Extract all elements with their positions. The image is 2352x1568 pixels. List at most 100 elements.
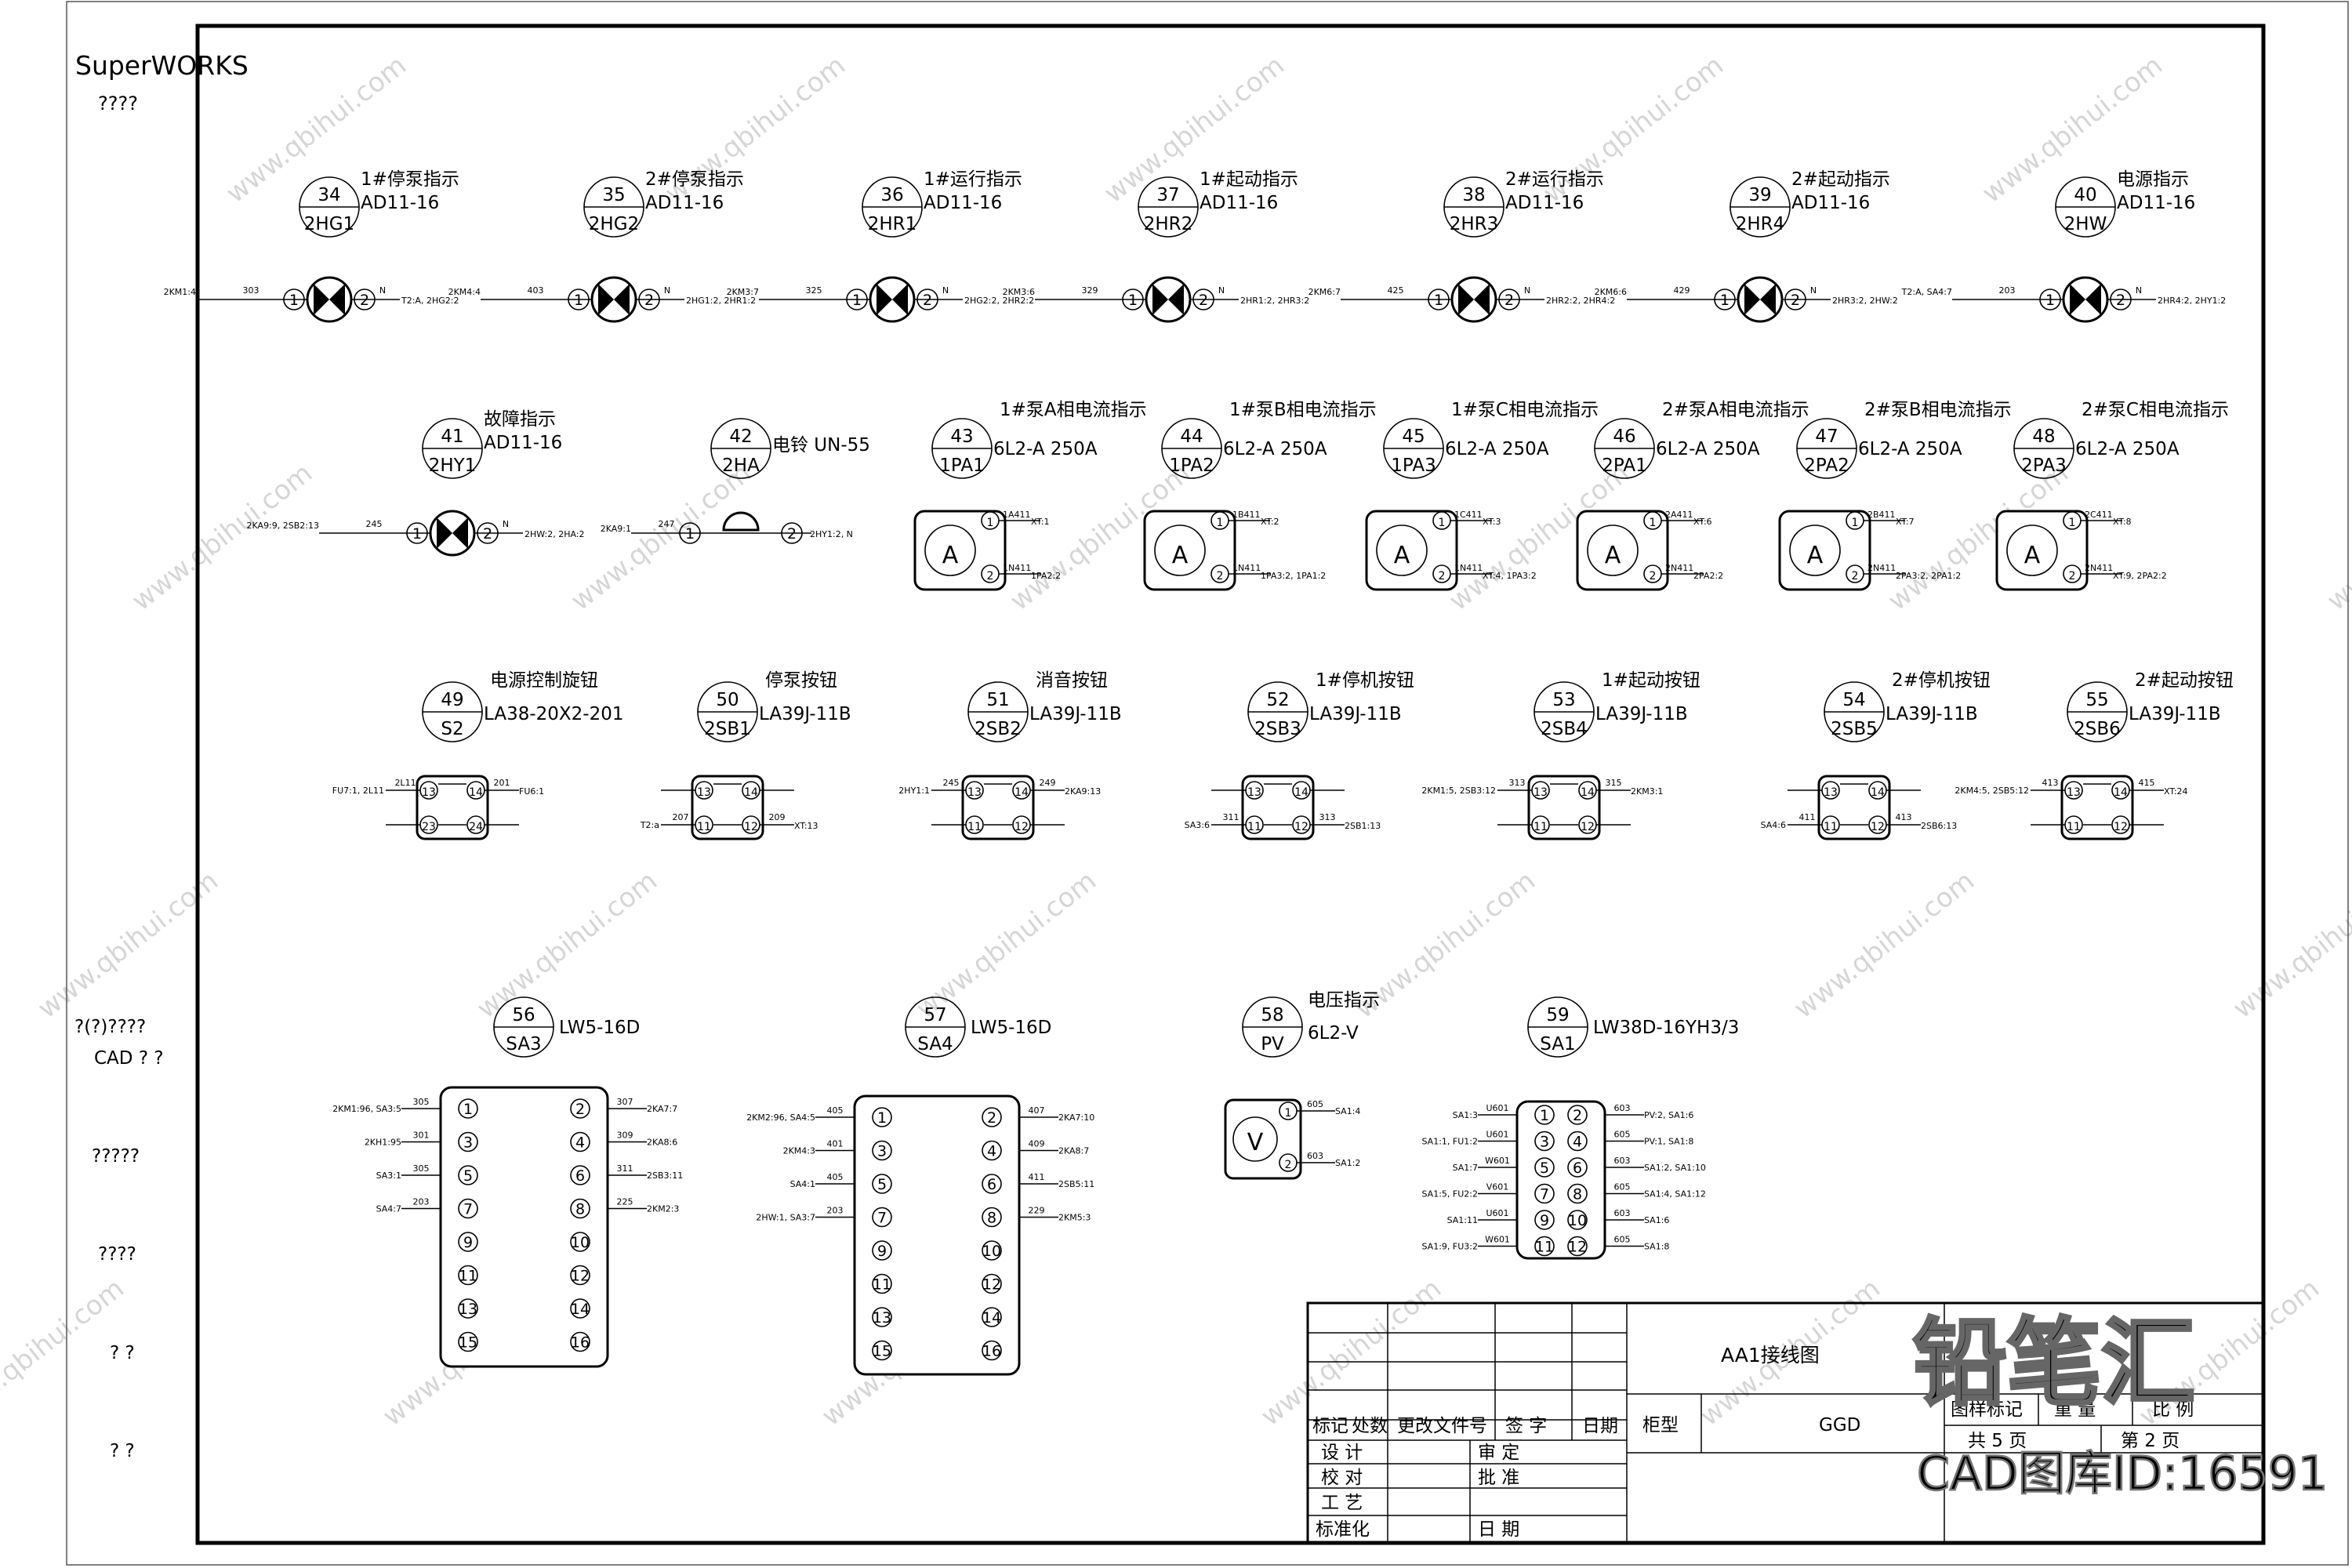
wire-source: T2:A, SA4:7 <box>1901 287 1952 297</box>
selector-switch-box <box>1515 1100 1606 1260</box>
terminal-number: 1 <box>685 525 695 543</box>
item-number: 51 <box>986 690 1009 710</box>
terminal-circle <box>1567 1210 1588 1230</box>
wire-number: N <box>1524 285 1530 296</box>
button-model: LA39J-11B <box>1309 704 1402 724</box>
terminal-number: 7 <box>463 1201 473 1218</box>
wire-number: 413 <box>1896 812 1912 822</box>
wire-number: 401 <box>827 1139 844 1149</box>
wire-destination: XT:9, 2PA2:2 <box>2113 571 2167 581</box>
terminal-number: 2 <box>1439 570 1446 583</box>
wire-source: 2KM6:6 <box>1595 287 1627 297</box>
terminal-circle <box>1192 289 1214 310</box>
wire-source: SA1:7 <box>1453 1163 1478 1173</box>
item-code: 2SB1 <box>704 719 751 739</box>
terminal-circle <box>458 1098 478 1119</box>
wire-source: SA1:9, FU3:2 <box>1422 1242 1479 1252</box>
ammeter-title: 1#泵B相电流指示 <box>1229 400 1377 420</box>
button-box <box>691 775 764 840</box>
wire-number: 2N411 <box>2085 563 2113 573</box>
terminal-circle <box>872 1107 892 1127</box>
ammeter-dial <box>1587 524 1639 576</box>
terminal-number: 15 <box>459 1334 477 1352</box>
lamp-cross <box>1458 284 1490 315</box>
header-count: 处数 <box>1352 1416 1388 1436</box>
button-title: 1#停机按钮 <box>1316 670 1414 691</box>
sheet-total: 共 5 页 <box>1968 1431 2027 1451</box>
lamp-model: AD11-16 <box>645 193 724 213</box>
terminal-circle <box>570 1198 590 1219</box>
item-number: 48 <box>2032 426 2055 447</box>
terminal-circle <box>982 1273 1002 1294</box>
ammeter-model: 6L2-A 250A <box>1223 439 1327 459</box>
wire-source: SA4:7 <box>376 1204 401 1214</box>
wire-number: 325 <box>806 285 822 296</box>
wire-source: 2KM4:3 <box>783 1146 815 1156</box>
terminal-circle <box>406 522 428 544</box>
terminal-circle <box>1567 1131 1588 1152</box>
wire-number: 203 <box>1999 285 2016 296</box>
ammeter-icon: A <box>1394 542 1410 569</box>
wire-number: 2C411 <box>2085 510 2113 520</box>
item-number: 38 <box>1462 185 1485 205</box>
wire-destination: XT:1 <box>1031 517 1050 527</box>
lamp-title: 故障指示 <box>484 409 556 430</box>
wire-number: 225 <box>617 1197 633 1207</box>
item-code: 2HG2 <box>589 214 639 234</box>
terminal-circle <box>1534 1131 1555 1152</box>
rotary-switch-box <box>853 1094 1021 1376</box>
wire-destination: 2HY1:2, N <box>810 529 853 539</box>
terminal-number: 4 <box>575 1134 585 1152</box>
terminal-number: 2 <box>360 292 369 309</box>
terminal-number: 10 <box>982 1243 1001 1260</box>
terminal-number: 14 <box>1871 786 1885 799</box>
wire-number: 603 <box>1614 1156 1631 1166</box>
wire-destination: 2SB3:11 <box>647 1171 683 1181</box>
wire-source: SA4:1 <box>790 1179 815 1189</box>
wire-number: N <box>1810 285 1817 296</box>
wire-destination: 2HG1:2, 2HR1:2 <box>686 296 756 306</box>
ammeter-model: 6L2-A 250A <box>2075 439 2180 459</box>
watermark-id: CAD图库ID:16591 <box>1917 1446 2328 1501</box>
item-code: 2SB5 <box>1831 719 1878 739</box>
wire-number: U601 <box>1486 1130 1508 1140</box>
wire-number: 415 <box>2139 778 2155 788</box>
item-number: 52 <box>1266 690 1289 710</box>
terminal-number: 2 <box>483 525 492 543</box>
wire-number: 605 <box>1614 1182 1631 1192</box>
lamp-model: AD11-16 <box>2117 193 2195 213</box>
button-title: 1#起动按钮 <box>1602 670 1700 691</box>
wire-destination: XT:8 <box>2113 517 2132 527</box>
wire-number: 307 <box>617 1097 633 1107</box>
item-code: 2HA <box>722 456 760 476</box>
terminal-circle <box>1534 1157 1555 1178</box>
voltmeter-dial <box>1232 1116 1278 1162</box>
button-model: LA39J-11B <box>1886 704 1978 724</box>
terminal-circle <box>679 522 701 544</box>
terminal-circle <box>458 1198 478 1219</box>
ammeter-model: 6L2-A 250A <box>1445 439 1549 459</box>
lamp-title: 1#运行指示 <box>924 169 1022 190</box>
role-review: 审 定 <box>1478 1443 1519 1463</box>
wire-number: N <box>1218 285 1225 296</box>
item-number: 47 <box>1815 426 1838 447</box>
wire-number: 329 <box>1082 285 1098 296</box>
terminal-number: 14 <box>1294 786 1308 799</box>
terminal-number: 14 <box>982 1309 1001 1327</box>
terminal-circle <box>1534 1210 1555 1230</box>
wire-source: 2KM6:7 <box>1308 287 1341 297</box>
terminal-circle <box>1534 1236 1555 1257</box>
terminal-number: 2 <box>1791 292 1800 309</box>
lamp-title: 1#起动指示 <box>1200 169 1298 190</box>
weight-label: 重 量 <box>2054 1399 2096 1420</box>
wire-number: 605 <box>1614 1130 1631 1140</box>
item-number: 58 <box>1261 1005 1283 1025</box>
wire-number: 305 <box>413 1097 430 1107</box>
terminal-number: 15 <box>873 1343 891 1360</box>
wire-number: 403 <box>528 285 544 296</box>
terminal-circle <box>458 1165 478 1185</box>
